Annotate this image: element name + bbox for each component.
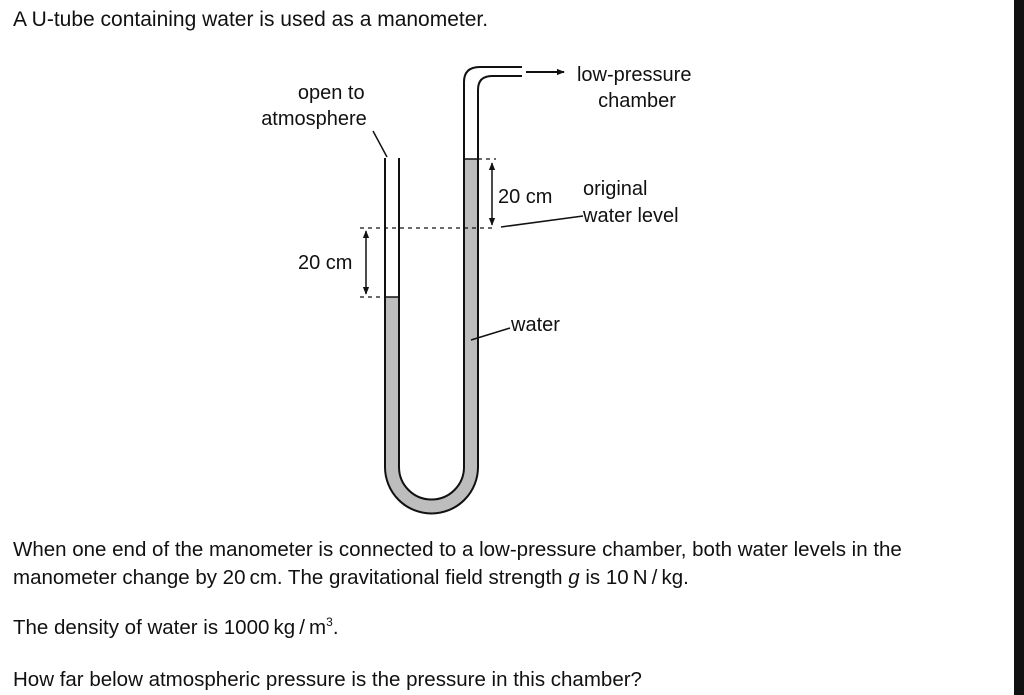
chamber-label-line1: low-pressure — [577, 64, 691, 86]
intro-text: A U-tube containing water is used as a m… — [13, 8, 489, 31]
exponent-3: 3 — [326, 615, 333, 629]
question-paragraph-1: When one end of the manometer is connect… — [13, 536, 998, 592]
open-label-line1: open to — [298, 82, 365, 104]
water-leader-line — [470, 327, 511, 341]
right-20cm-label: 20 cm — [498, 186, 552, 208]
original-leader-line — [500, 215, 584, 228]
question-paragraph-3: How far below atmospheric pressure is th… — [13, 668, 642, 691]
symbol-g: g — [568, 566, 580, 589]
low-pressure-chamber-label: low-pressure chamber — [577, 64, 697, 112]
open-leader-line — [372, 130, 388, 158]
question-paragraph-2: The density of water is 1000 kg / m3. — [13, 614, 339, 642]
left-20cm-label: 20 cm — [298, 252, 352, 274]
chamber-label-line2: chamber — [598, 90, 676, 112]
dashed-levels — [360, 158, 496, 298]
black-edge — [1014, 0, 1024, 695]
para1-part-a: When one end of the manometer is connect… — [13, 538, 902, 589]
water-label: water — [510, 314, 560, 336]
open-to-atmosphere-label: open to atmosphere — [261, 82, 370, 130]
original-label-line2: water level — [582, 205, 679, 227]
original-water-level-label: original water level — [582, 178, 679, 227]
u-tube — [384, 66, 522, 515]
open-label-line2: atmosphere — [261, 108, 367, 130]
manometer-diagram: open to atmosphere low-pressure chamber … — [261, 64, 697, 515]
para1-part-b: is 10 N / kg. — [579, 566, 689, 589]
water-column — [385, 159, 478, 514]
para2-part-b: . — [332, 616, 339, 639]
original-label-line1: original — [583, 178, 647, 200]
para2-part-a: The density of water is 1000 kg / m — [13, 616, 327, 639]
